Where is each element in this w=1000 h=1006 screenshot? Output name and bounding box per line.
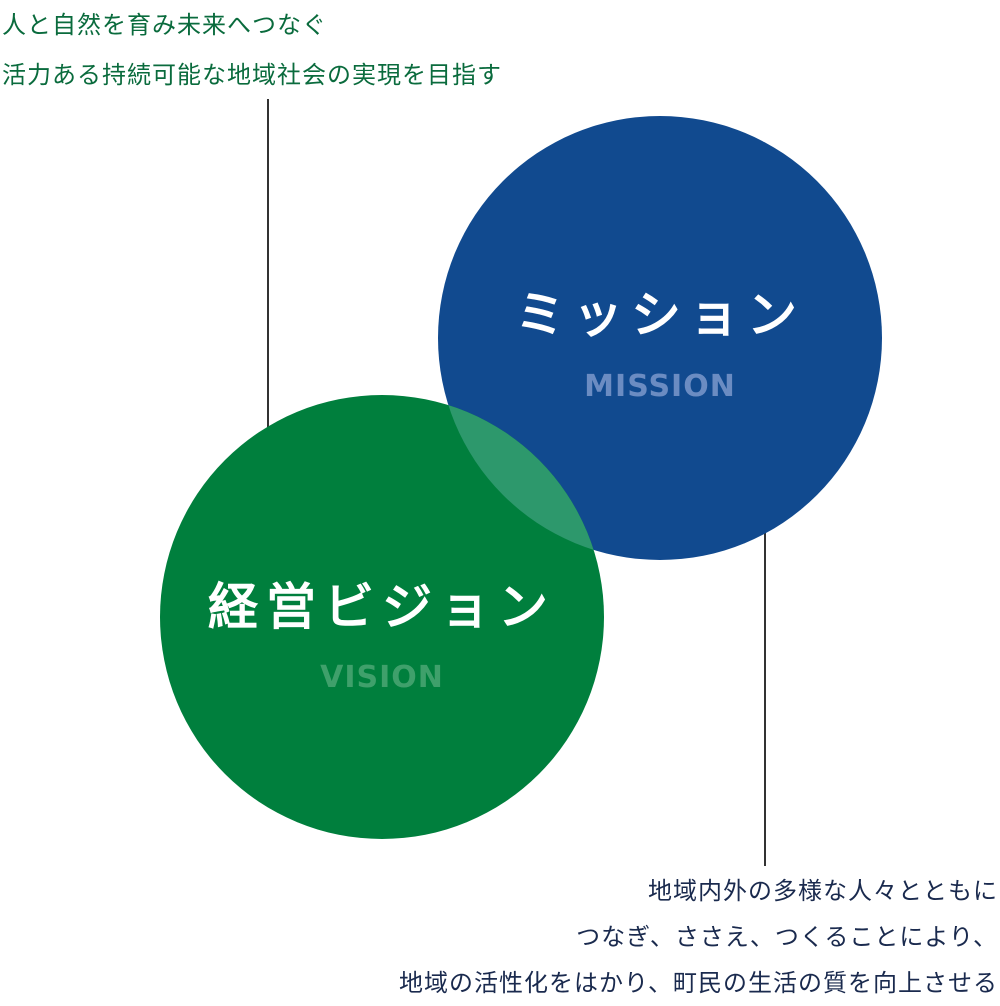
vision-title: 経営ビジョン	[208, 578, 556, 636]
mission-title: ミッション	[515, 286, 805, 344]
vision-connector-line	[267, 99, 269, 429]
vision-statement-line: 活力ある持続可能な地域社会の実現を目指す	[2, 61, 502, 89]
mission-statement-line: 地域の活性化をはかり、町民の生活の質を向上させる	[398, 969, 998, 997]
mission-statement-line: 地域内外の多様な人々とともに	[648, 877, 998, 905]
mission-connector-line	[764, 533, 766, 866]
mission-subtitle: MISSION	[584, 369, 736, 404]
mission-statement: 地域内外の多様な人々とともに つなぎ、ささえ、つくることにより、 地域の活性化を…	[399, 868, 998, 1006]
vision-statement-line: 人と自然を育み未来へつなぐ	[2, 11, 327, 39]
vision-statement: 人と自然を育み未来へつなぐ 活力ある持続可能な地域社会の実現を目指す	[2, 0, 502, 100]
vision-subtitle: VISION	[320, 660, 444, 695]
mission-statement-line: つなぎ、ささえ、つくることにより、	[576, 923, 998, 951]
